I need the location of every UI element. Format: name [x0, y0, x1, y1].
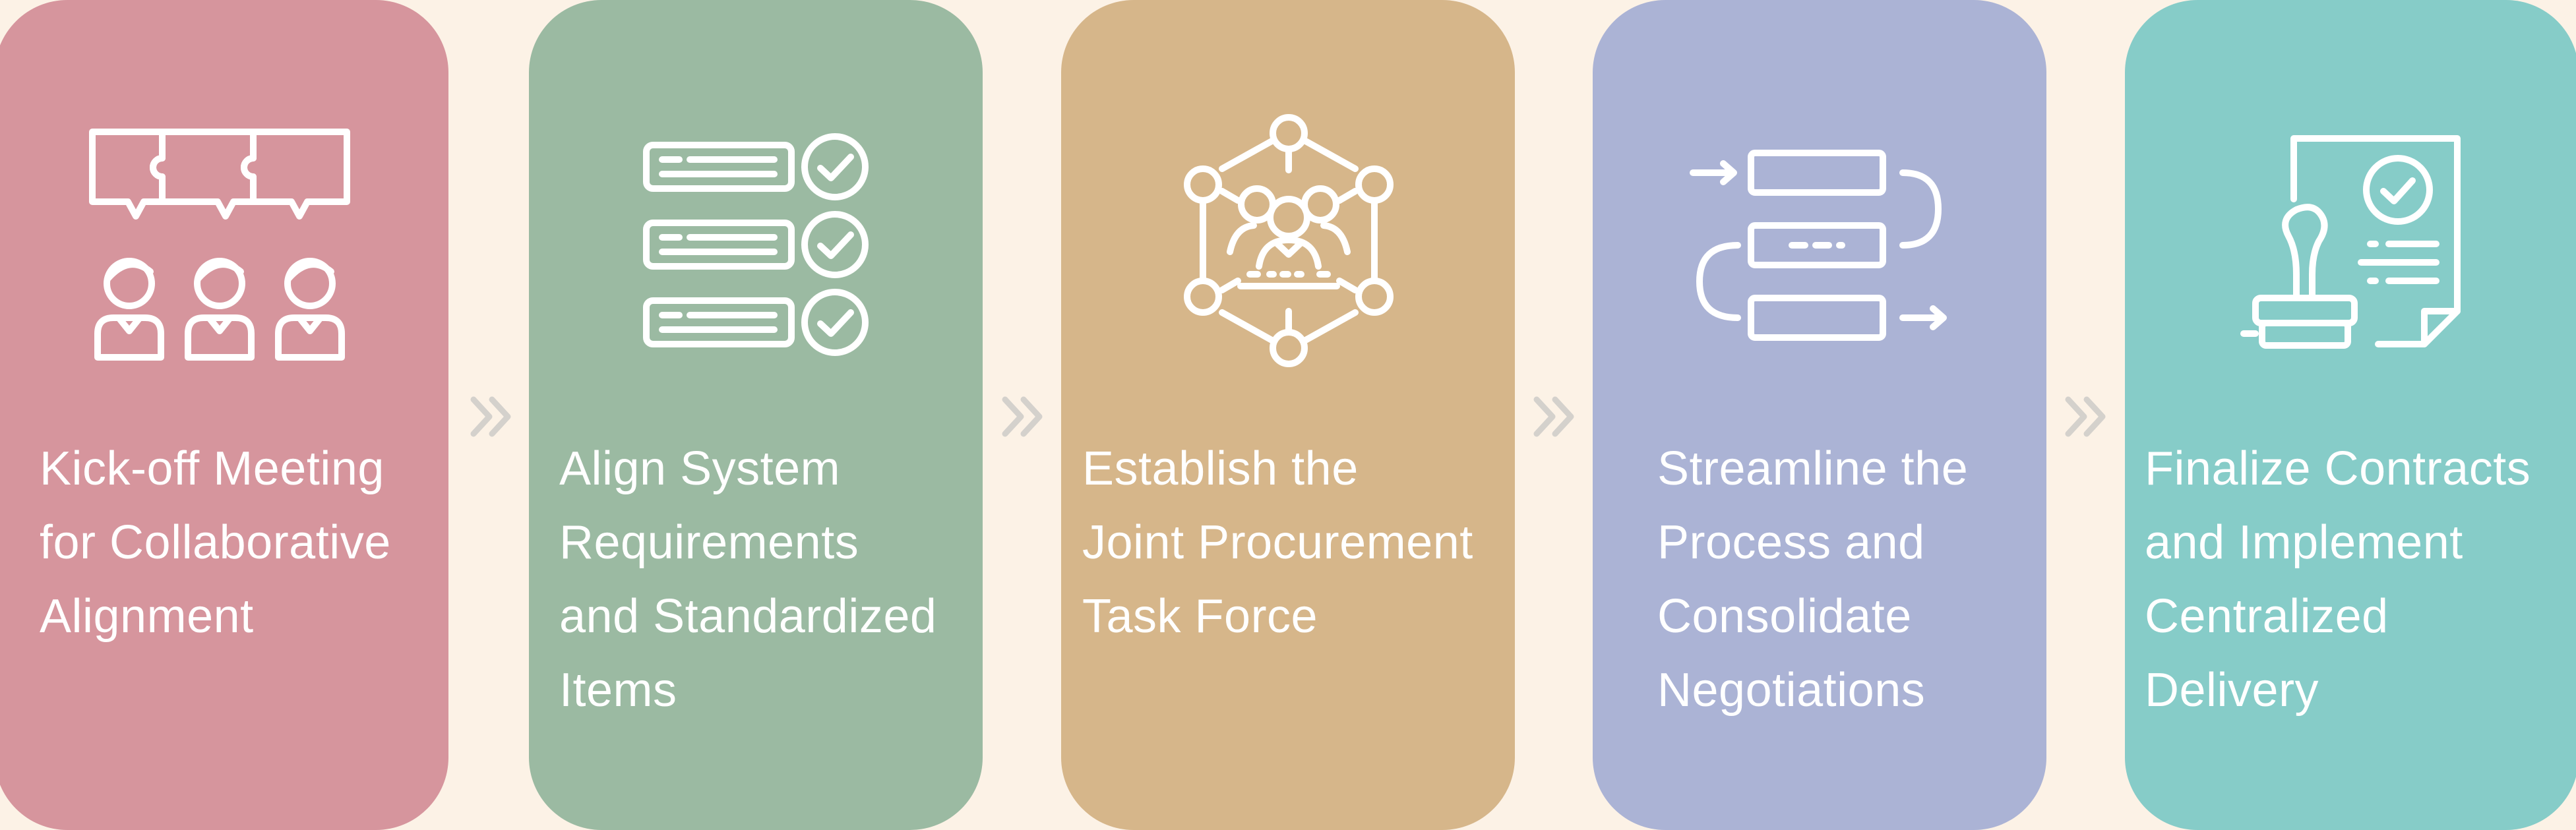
step-label-line: and Implement: [2145, 516, 2463, 569]
step-label-line: Finalize Contracts: [2145, 442, 2531, 495]
double-chevron-right-icon: [2065, 396, 2106, 437]
step-label-line: Centralized: [2145, 590, 2389, 643]
double-chevron-right-icon: [1533, 396, 1574, 437]
step-label: Kick-off Meeting for Collaborative Align…: [40, 432, 391, 653]
step-card-task-force: Establish the Joint Procurement Task For…: [1061, 0, 1515, 830]
meeting-puzzle-icon: [89, 129, 350, 361]
checklist-icon: [643, 133, 869, 356]
team-network-icon: [1184, 114, 1394, 367]
step-label: Finalize Contracts and Implement Central…: [2145, 432, 2530, 727]
step-label: Establish the Joint Procurement Task For…: [1082, 432, 1473, 653]
step-label-line: Establish the: [1082, 442, 1359, 495]
step-label-line: Task Force: [1082, 590, 1318, 643]
double-chevron-right-icon: [1002, 396, 1043, 437]
step-card-streamline: Streamline the Process and Consolidate N…: [1593, 0, 2046, 830]
step-card-finalize-contracts: Finalize Contracts and Implement Central…: [2125, 0, 2576, 830]
step-card-align-requirements: Align System Requirements and Standardiz…: [529, 0, 983, 830]
step-label-line: Streamline the: [1657, 442, 1969, 495]
step-label-line: for Collaborative: [40, 516, 391, 569]
step-label-line: Process and: [1657, 516, 1925, 569]
double-chevron-right-icon: [470, 396, 511, 437]
step-label-line: and Standardized: [559, 590, 937, 643]
step-label-line: Requirements: [559, 516, 859, 569]
step-label: Align System Requirements and Standardiz…: [559, 432, 936, 727]
step-label-line: Alignment: [40, 590, 254, 643]
step-label-line: Consolidate: [1657, 590, 1912, 643]
step-label-line: Negotiations: [1657, 664, 1926, 717]
process-flow-icon: [1690, 150, 1947, 341]
step-label-line: Delivery: [2145, 664, 2319, 717]
step-card-kickoff: Kick-off Meeting for Collaborative Align…: [0, 0, 448, 830]
step-label-line: Align System: [559, 442, 841, 495]
step-label-line: Items: [559, 664, 677, 717]
step-label-line: Joint Procurement: [1082, 516, 1473, 569]
contract-stamp-icon: [2240, 135, 2461, 349]
step-label-line: Kick-off Meeting: [40, 442, 384, 495]
step-label: Streamline the Process and Consolidate N…: [1657, 432, 1968, 727]
